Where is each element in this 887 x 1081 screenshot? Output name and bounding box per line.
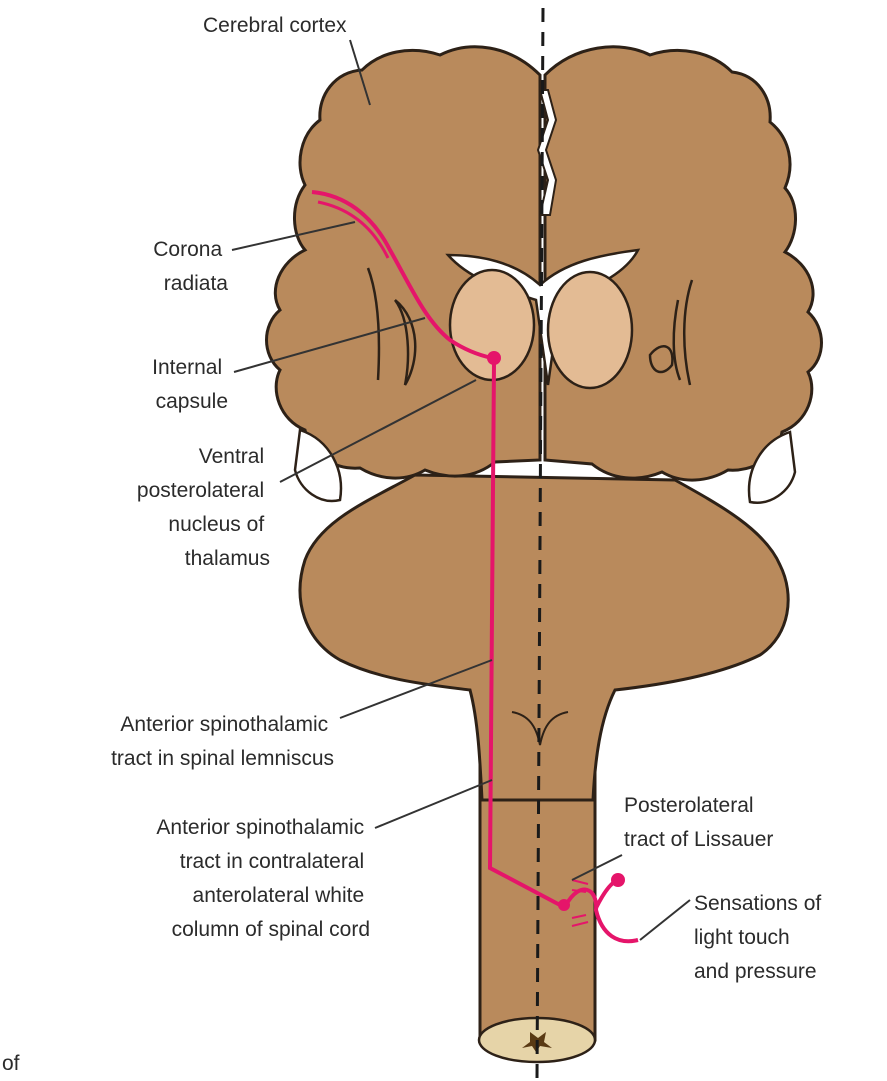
label-corona-radiata: Corona radiata xyxy=(153,238,228,295)
label-tract-lemniscus: Anterior spinothalamic tract in spinal l… xyxy=(111,713,334,770)
label-internal-capsule: Internal capsule xyxy=(152,356,228,413)
label-lissauer: Posterolateral tract of Lissauer xyxy=(624,794,773,851)
right-thalamus xyxy=(548,272,632,388)
corner-fragment: of xyxy=(2,1052,20,1075)
vpl-neuron-soma xyxy=(487,351,501,365)
label-tract-cord: Anterior spinothalamic tract in contrala… xyxy=(156,816,370,941)
brainstem xyxy=(300,475,788,800)
ganglion-neuron xyxy=(611,873,625,887)
label-cerebral-cortex: Cerebral cortex xyxy=(203,14,347,37)
label-sensations: Sensations of light touch and pressure xyxy=(694,892,827,983)
dorsal-horn-neuron xyxy=(558,899,570,911)
label-vpl-nucleus: Ventral posterolateral nucleus of thalam… xyxy=(137,445,270,570)
